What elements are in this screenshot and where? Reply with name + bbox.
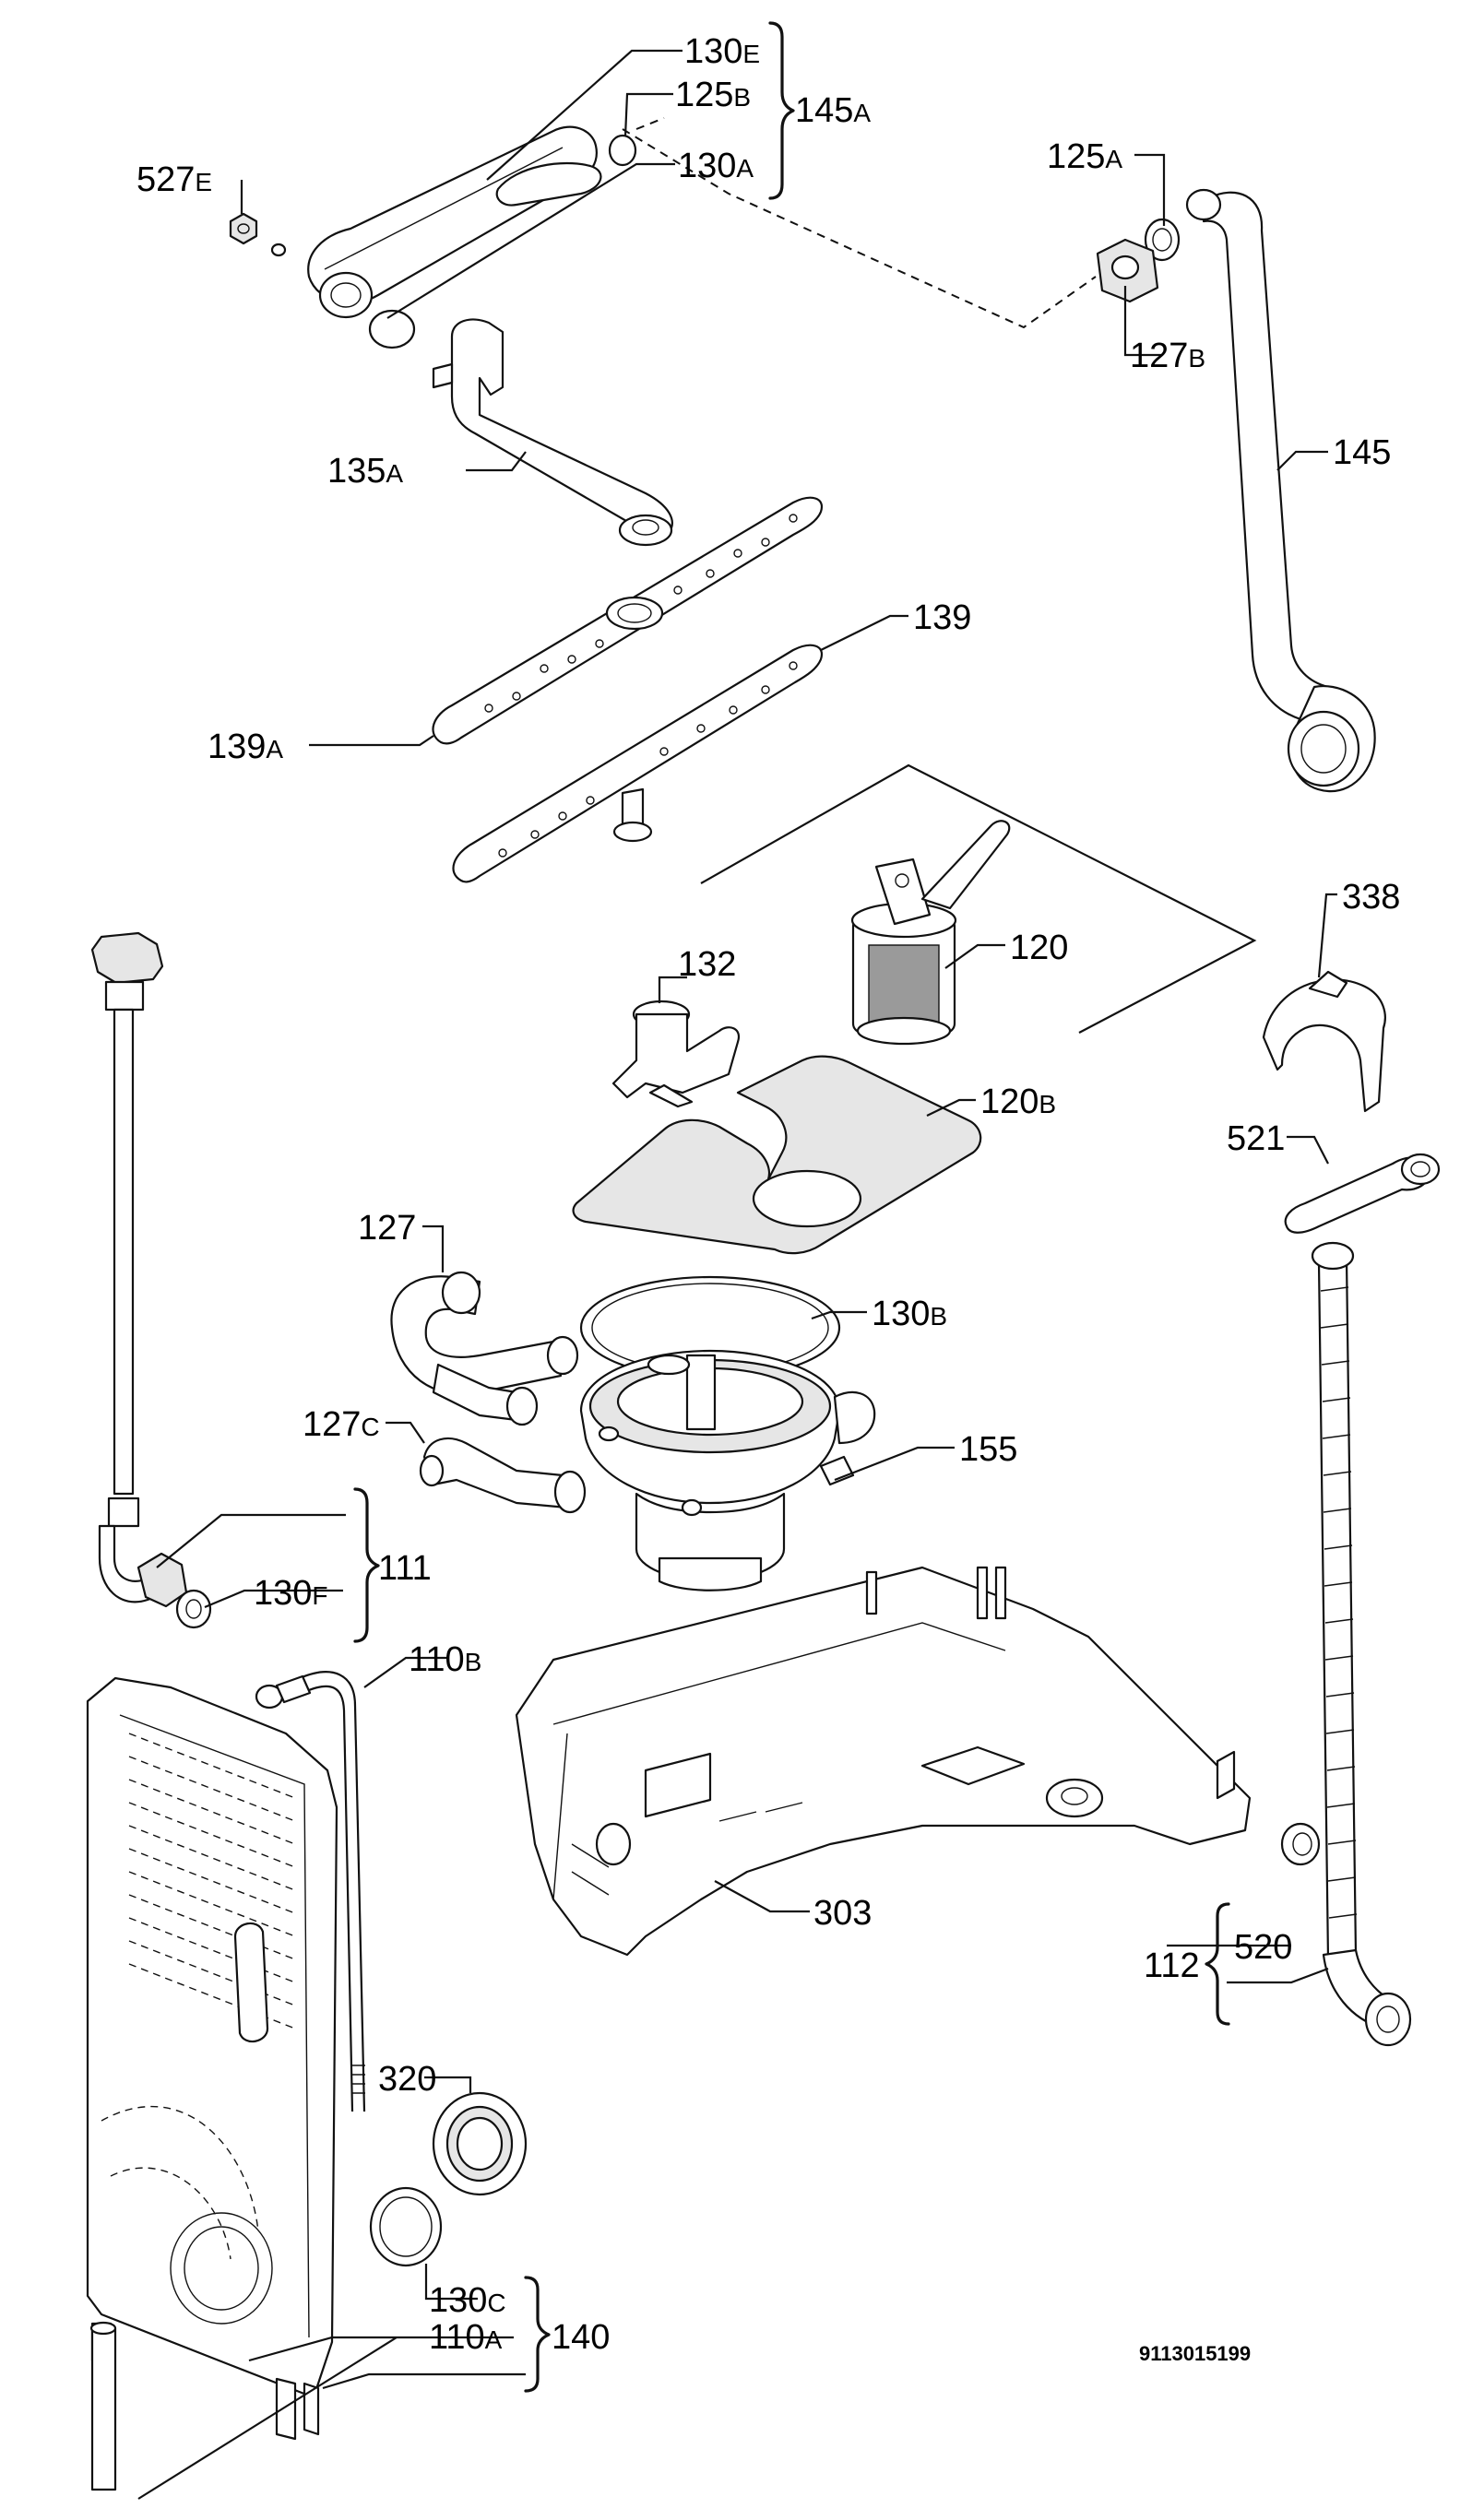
label-110b: 110B: [409, 1640, 481, 1679]
label-130c: 130C: [429, 2281, 506, 2320]
label-155: 155: [959, 1430, 1017, 1469]
label-125a: 125A: [1047, 137, 1122, 176]
label-127c: 127C: [303, 1405, 380, 1444]
label-130a: 130A: [678, 147, 754, 185]
label-130b: 130B: [872, 1295, 947, 1333]
leader-lines: [137, 49, 1337, 2500]
tube-110b: [255, 1671, 366, 2112]
filter-frame-line: [700, 763, 1257, 1034]
bracket-132: [611, 1000, 741, 1108]
label-112: 112: [1144, 1946, 1200, 1985]
label-303: 303: [813, 1894, 872, 1933]
sump-155: [579, 1349, 876, 1591]
label-145a: 145A: [795, 91, 871, 130]
micro-filter-plate-120b: [572, 1055, 982, 1255]
spray-arm-139a: [432, 496, 824, 745]
label-127: 127: [358, 1209, 416, 1248]
label-520: 520: [1234, 1928, 1292, 1967]
label-120: 120: [1010, 929, 1068, 967]
label-125b: 125B: [675, 76, 751, 114]
drain-hose-112: [1311, 1241, 1412, 2047]
hose-connector-127: [390, 1271, 579, 1426]
coarse-filter-120: [850, 820, 1011, 1046]
hose-connector-127c: [419, 1437, 587, 1514]
upper-spray-arm-pipe: [270, 125, 637, 349]
label-338: 338: [1342, 878, 1400, 917]
spray-arm-139: [452, 644, 824, 883]
label-111: 111: [378, 1549, 432, 1588]
drawing-code: 9113015199: [1139, 2342, 1251, 2365]
hose-bracket-338: [1262, 970, 1386, 1113]
label-521: 521: [1227, 1119, 1285, 1158]
nut-527e: [229, 212, 258, 245]
label-120b: 120B: [980, 1083, 1056, 1121]
label-135a: 135A: [327, 452, 403, 491]
dashed-leader-145a: [622, 128, 1097, 329]
ring-130c: [369, 2186, 443, 2267]
label-127b: 127B: [1130, 337, 1205, 375]
spray-arm-connector: [432, 318, 673, 547]
water-softener-panel-140: [86, 1676, 338, 2491]
label-145: 145: [1333, 433, 1391, 472]
group-braces: [353, 21, 1230, 2393]
label-132: 132: [678, 945, 736, 984]
label-527e: 527E: [137, 160, 212, 199]
circulation-hose-145: [1096, 188, 1376, 793]
water-inlet-hose-111: [90, 931, 212, 1629]
base-frame-303: [515, 1566, 1252, 1957]
clip-521: [1284, 1153, 1441, 1234]
label-110a: 110A: [429, 2318, 503, 2357]
label-139a: 139A: [208, 728, 283, 766]
label-130f: 130F: [254, 1574, 328, 1613]
seal-320: [432, 2091, 528, 2196]
label-140: 140: [552, 2318, 610, 2357]
label-130e: 130E: [684, 32, 760, 71]
label-139: 139: [913, 598, 971, 637]
label-320: 320: [378, 2060, 436, 2099]
grommet-520: [1280, 1822, 1321, 1866]
